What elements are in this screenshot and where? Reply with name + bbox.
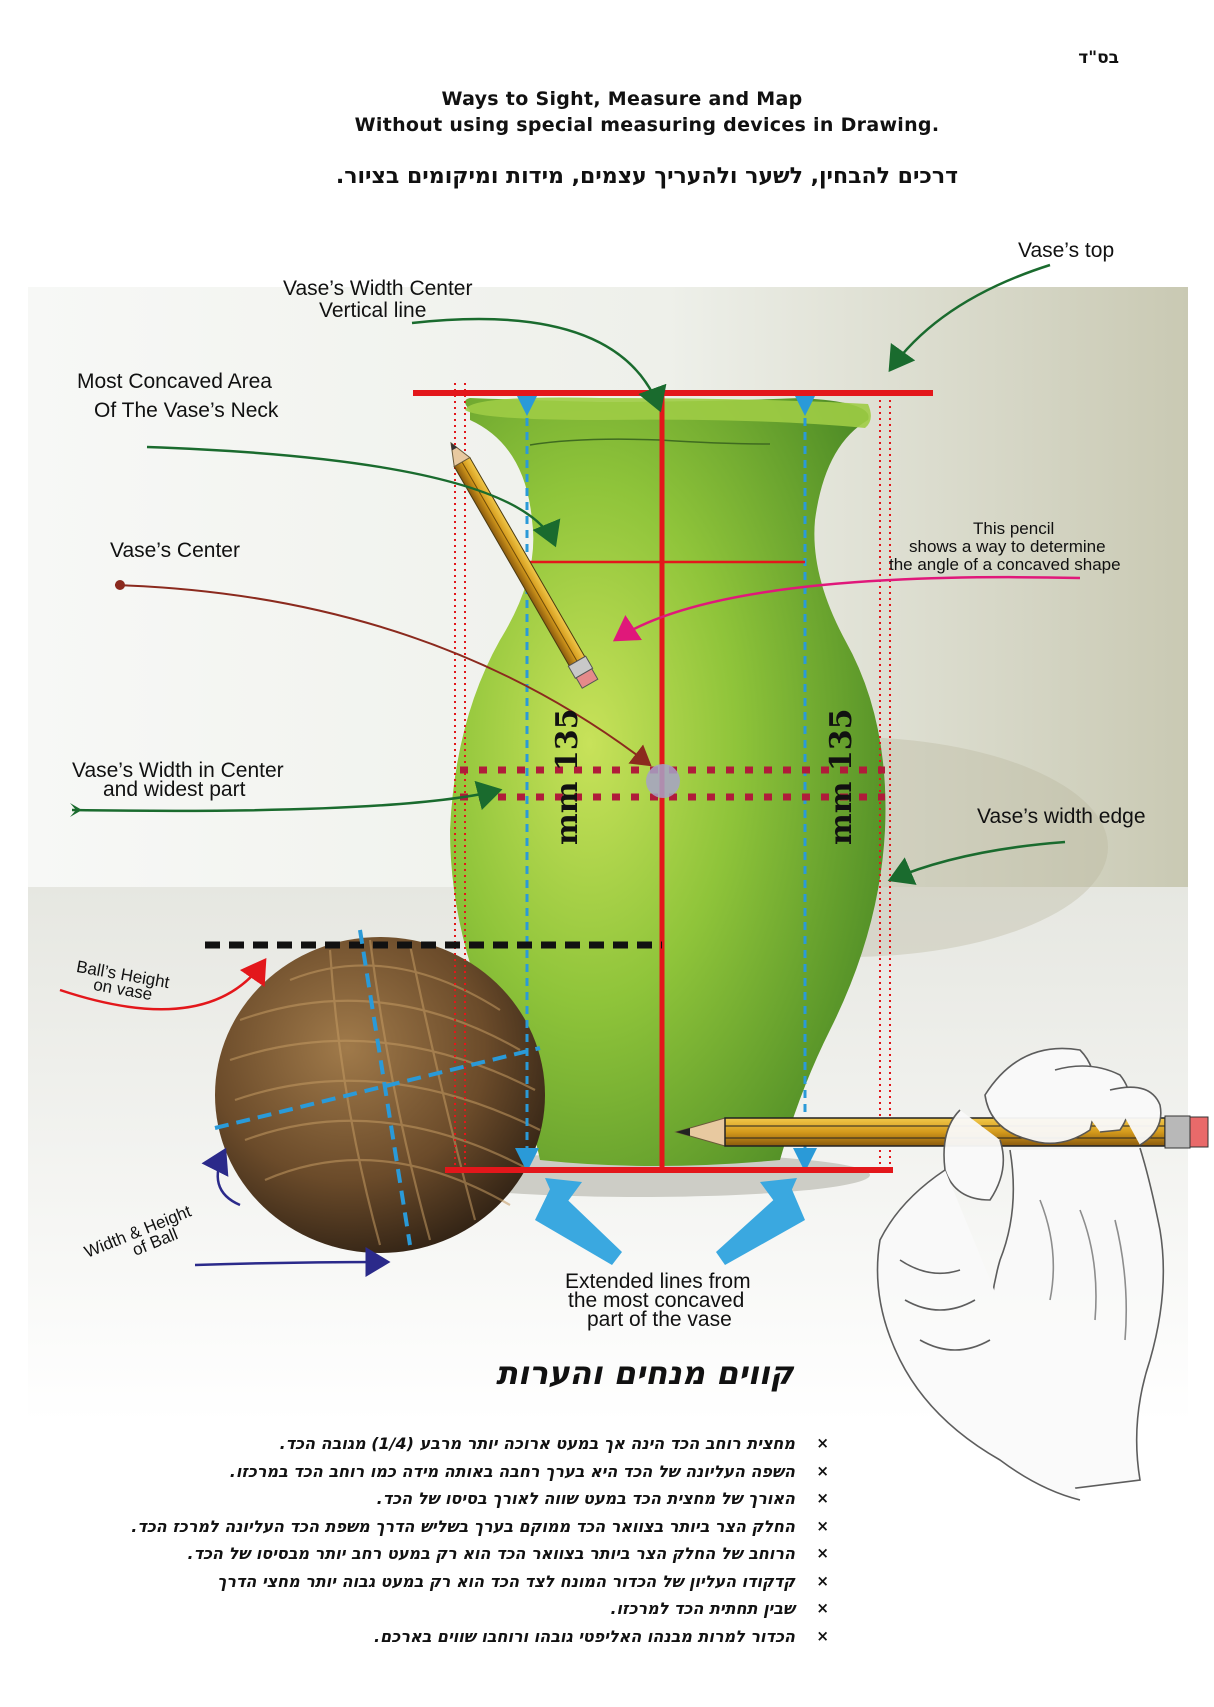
- label-concaved-1: Most Concaved Area: [77, 370, 272, 393]
- ball-wh-arrow-right: [194, 1247, 391, 1278]
- note-text: השפה העליונה של הכד היא בערך רחבה באותה …: [229, 1461, 795, 1481]
- label-pencil-3: the angle of a concaved shape: [889, 555, 1121, 574]
- note-text: הכדור למרות מבנהו האליפטי גובהו ורוחבו ש…: [374, 1626, 795, 1646]
- label-width-edge: Vase’s width edge: [977, 805, 1146, 828]
- note-text: שבין תחתית הכד למרכזו.: [610, 1599, 795, 1618]
- extended-lines-arrows: [535, 1178, 805, 1265]
- note-text: מחצית רוחב הכד הינה אך במעט ארוכה יותר מ…: [279, 1434, 795, 1453]
- title-line-2: Without using special measuring devices …: [354, 114, 940, 136]
- vase-center-arrow: [114, 584, 652, 767]
- note-marker: ×: [816, 1571, 829, 1590]
- guides-heading: קווים מנחים והערות: [496, 1354, 794, 1392]
- note-item: × שבין תחתית הכד למרכזו.: [29, 1595, 829, 1623]
- hebrew-subtitle: דרכים להבחין, לשער ולהעריך עצמים, מידות …: [335, 164, 959, 189]
- width-center-arrow: [411, 317, 667, 413]
- ball-wh-arrow-up: [201, 1147, 241, 1207]
- note-marker: ×: [816, 1434, 829, 1452]
- measure-right: mm 135: [824, 708, 859, 845]
- note-marker: ×: [816, 1626, 829, 1645]
- concaved-neck-arrow: [146, 445, 561, 548]
- label-pencil-1: This pencil: [973, 519, 1055, 538]
- label-extended-3: part of the vase: [587, 1308, 732, 1331]
- note-item: × הרוחב של החלק הצר ביותר בצוואר הכד הוא …: [29, 1540, 829, 1568]
- note-marker: ×: [816, 1544, 829, 1562]
- pencil-angle-arrow: [612, 575, 1081, 642]
- note-text: הרוחב של החלק הצר ביותר בצוואר הכד הוא ר…: [187, 1544, 795, 1563]
- measure-left: mm 135: [550, 708, 585, 845]
- rope-ball: [215, 937, 545, 1253]
- label-width-center-2: Vertical line: [319, 299, 427, 322]
- ball-width-height-lines: [214, 929, 541, 1246]
- note-marker: ×: [816, 1489, 829, 1507]
- vase-rim: [465, 397, 871, 428]
- diagonal-pencil: [450, 441, 599, 689]
- label-pencil-2: shows a way to determine: [909, 537, 1106, 556]
- label-width-center-1: Vase’s Width Center: [283, 277, 473, 300]
- label-vase-top: Vase’s top: [1018, 239, 1115, 262]
- note-item: × מחצית רוחב הכד הינה אך במעט ארוכה יותר …: [29, 1430, 829, 1458]
- vase-top-arrow: [888, 263, 1051, 373]
- note-item: × האורך של מחצית הכד במעט שווה לאורך בסיס…: [29, 1485, 829, 1513]
- note-text: האורך של מחצית הכד במעט שווה לאורך בסיסו…: [376, 1489, 795, 1508]
- ball-height-arrow: [59, 957, 267, 1011]
- note-text: קדקודו העליון של הכדור המונח לצד הכד הוא…: [217, 1571, 795, 1591]
- width-edge-dotted-lines: [454, 383, 891, 1168]
- label-widest-1: Vase’s Width in Center: [72, 759, 284, 782]
- note-item: × השפה העליונה של הכד היא בערך רחבה באותה…: [29, 1458, 829, 1486]
- note-text: החלק הצר ביותר בצוואר הכד ממוקם בערך בשל…: [131, 1516, 795, 1536]
- label-concaved-2: Of The Vase’s Neck: [94, 399, 279, 422]
- width-edge-arrow: [887, 840, 1066, 885]
- note-marker: ×: [816, 1516, 829, 1535]
- widest-part-arrow-tail: [70, 803, 82, 817]
- label-widest-2: and widest part: [103, 778, 246, 801]
- sketched-hand: [876, 1047, 1165, 1501]
- note-marker: ×: [816, 1599, 829, 1617]
- widest-part-arrow: [71, 780, 503, 813]
- note-item: × הכדור למרות מבנהו האליפטי גובהו ורוחבו …: [29, 1623, 829, 1651]
- bsd-mark: בס"ד: [1078, 48, 1119, 68]
- label-extended-1: Extended lines from: [565, 1270, 751, 1293]
- label-extended-2: the most concaved: [568, 1289, 745, 1312]
- vase-center-arrow-tail: [115, 580, 125, 590]
- label-vase-center: Vase’s Center: [110, 539, 240, 562]
- note-marker: ×: [816, 1461, 829, 1480]
- note-item: × החלק הצר ביותר בצוואר הכד ממוקם בערך בש…: [29, 1513, 829, 1541]
- notes-list: × מחצית רוחב הכד הינה אך במעט ארוכה יותר …: [29, 1430, 829, 1650]
- title-line-1: Ways to Sight, Measure and Map: [441, 88, 803, 110]
- concaved-extended-lines: [515, 392, 817, 1172]
- note-item: × קדקודו העליון של הכדור המונח לצד הכד הו…: [29, 1568, 829, 1596]
- vase-center-dot: [646, 764, 680, 798]
